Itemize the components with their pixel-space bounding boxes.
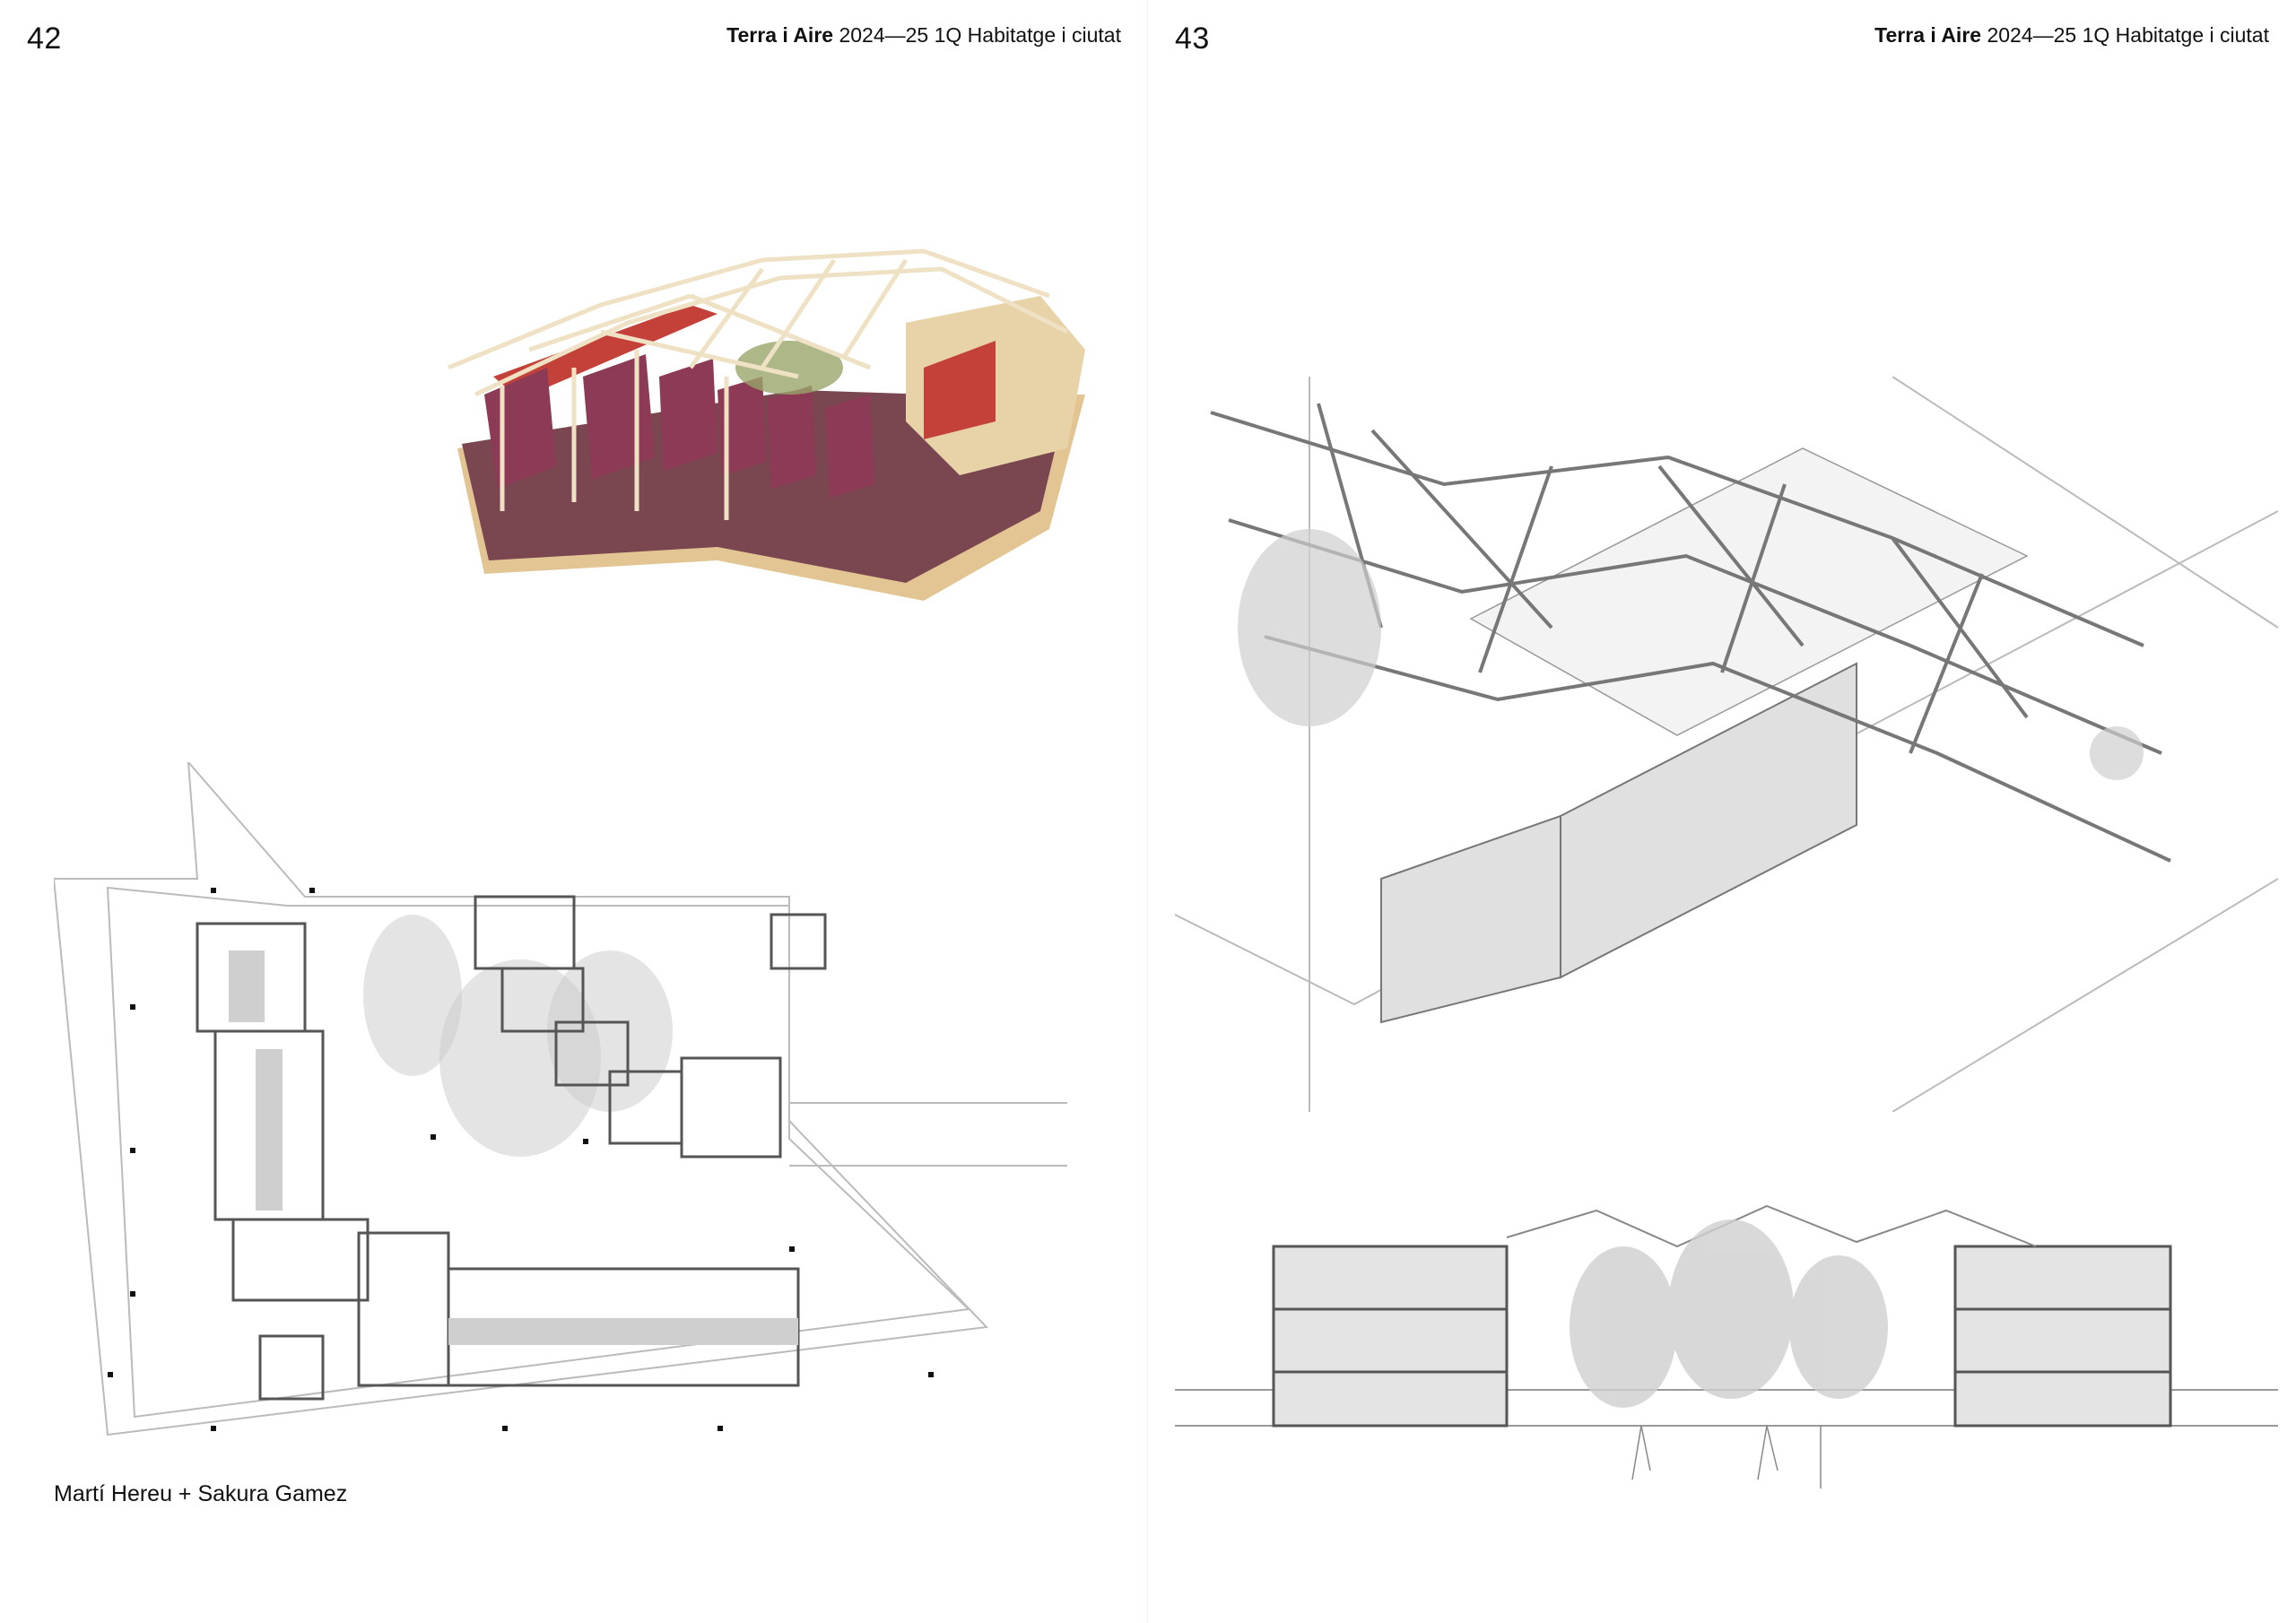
cross-section-drawing — [1175, 1193, 2278, 1533]
running-head-course: 2024—25 1Q Habitatge i ciutat — [839, 23, 1121, 47]
right-page: 43 Terra i Aire 2024—25 1Q Habitatge i c… — [1148, 0, 2296, 1623]
page-number: 43 — [1175, 22, 1210, 56]
left-page: 42 Terra i Aire 2024—25 1Q Habitatge i c… — [27, 22, 1121, 1506]
running-head-course: 2024—25 1Q Habitatge i ciutat — [1987, 23, 2269, 47]
ground-floor-plan — [54, 762, 1085, 1444]
running-head-project: Terra i Aire — [726, 23, 834, 47]
model-photo — [422, 242, 1094, 610]
running-head: Terra i Aire 2024—25 1Q Habitatge i ciut… — [726, 23, 1121, 48]
running-head-project: Terra i Aire — [1874, 23, 1982, 47]
running-head: Terra i Aire 2024—25 1Q Habitatge i ciut… — [1874, 23, 2269, 48]
axonometric-drawing — [1175, 377, 2278, 1112]
page-number: 42 — [27, 22, 62, 56]
project-authors: Martí Hereu + Sakura Gamez — [54, 1481, 348, 1506]
